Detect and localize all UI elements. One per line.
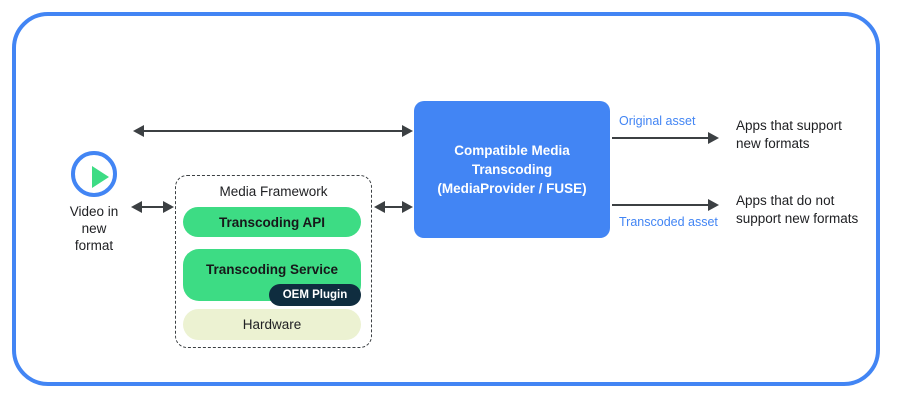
transcoded-asset-label: Transcoded asset [619, 215, 718, 229]
original-asset-label: Original asset [619, 114, 696, 128]
arrow-transcoded-asset-head [708, 199, 719, 211]
apps-support-line2: new formats [736, 136, 810, 151]
arrow-framework-cmt-head-right [402, 201, 413, 213]
cmt-line1: Compatible Media [454, 143, 570, 158]
video-source-label-line2: new [81, 221, 107, 236]
cmt-line3: (MediaProvider / FUSE) [437, 181, 587, 196]
arrow-framework-cmt-head-left [374, 201, 385, 213]
transcoding-api-pill[interactable]: Transcoding API [183, 207, 361, 237]
apps-no-support-line2: support new formats [736, 211, 859, 226]
arrow-video-framework-line [140, 206, 166, 208]
play-triangle-icon [92, 166, 109, 188]
hardware-pill[interactable]: Hardware [183, 309, 361, 340]
media-framework-title: Media Framework [219, 184, 328, 199]
arrow-transcoded-asset-line [612, 204, 710, 206]
oem-plugin-badge[interactable]: OEM Plugin [269, 284, 361, 306]
apps-support-line1: Apps that support [736, 118, 842, 133]
video-source-label-line3: format [74, 238, 114, 253]
outer-frame-border [12, 12, 880, 386]
compatible-media-transcoding-box[interactable]: Compatible Media Transcoding (MediaProvi… [414, 101, 610, 238]
arrow-original-asset-line [612, 137, 710, 139]
cmt-line2: Transcoding [471, 162, 553, 177]
arrow-video-cmt-head-right [402, 125, 413, 137]
apps-no-support-line1: Apps that do not [736, 193, 835, 208]
arrow-framework-cmt-line [383, 206, 405, 208]
arrow-video-framework-head-left [131, 201, 142, 213]
apps-no-support-new-formats-label: Apps that do not support new formats [736, 192, 858, 228]
arrow-original-asset-head [708, 132, 719, 144]
play-circle-icon [71, 151, 117, 197]
video-source-label: Video in new format [44, 203, 144, 254]
arrow-video-cmt-head-left [133, 125, 144, 137]
video-source-label-line1: Video in [69, 204, 119, 219]
arrow-video-framework-head-right [163, 201, 174, 213]
apps-support-new-formats-label: Apps that support new formats [736, 117, 842, 153]
media-framework-container [175, 175, 372, 348]
arrow-video-cmt-line [142, 130, 404, 132]
